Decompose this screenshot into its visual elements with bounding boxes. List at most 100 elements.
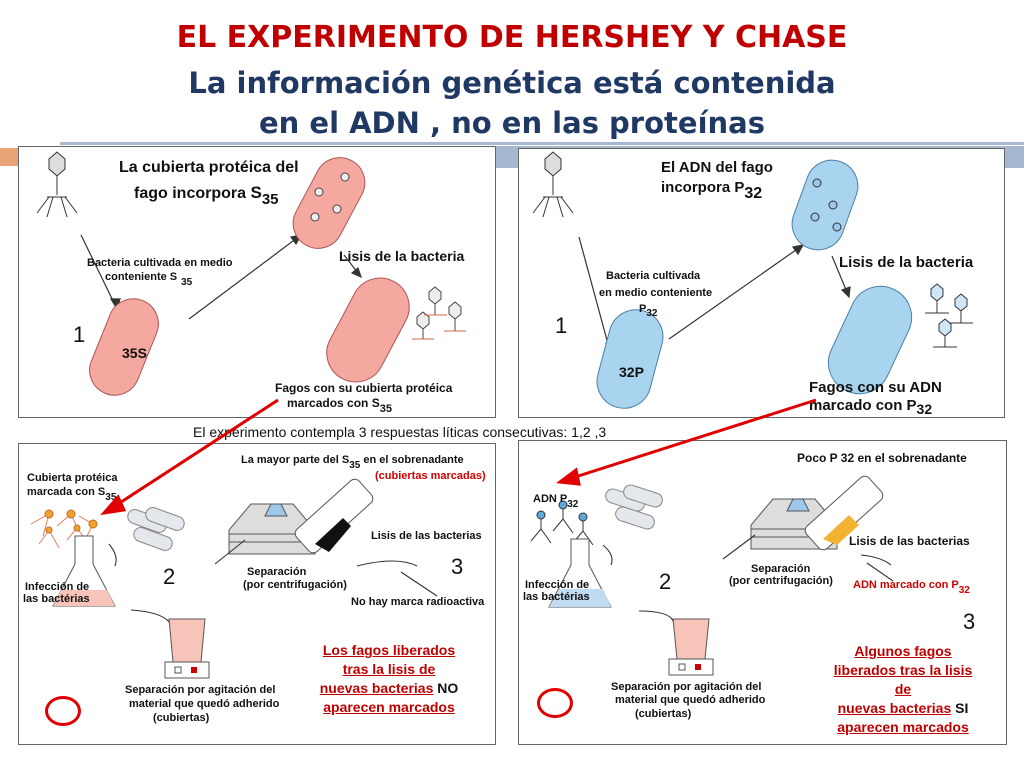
bl-supernatant-3: (cubiertas marcadas) (375, 470, 486, 482)
tr-heading-1: El ADN del fago (661, 159, 773, 176)
slide-title: EL EXPERIMENTO DE HERSHEY Y CHASE (176, 20, 848, 55)
bacterium-35s-icon (89, 298, 159, 396)
tr-medium-3-text: P (639, 303, 647, 315)
br-dna-label: ADN P32 (533, 493, 578, 510)
br-separation-2: (por centrifugación) (729, 575, 833, 587)
tr-phages-1: Fagos con su ADN (809, 379, 942, 396)
released-phages-icon (412, 286, 466, 340)
bl-supernatant-text-2: en el sobrenadante (363, 454, 464, 466)
bl-note-no: NO (437, 680, 459, 696)
tr-medium-1: Bacteria cultivada (606, 270, 701, 282)
panel-sulfur-labeling: La cubierta protéica del fago incorpora … (18, 146, 496, 418)
bl-agitation-1: Separación por agitación del (125, 684, 276, 696)
tl-medium-1: Bacteria cultivada en medio (87, 257, 233, 269)
bl-note-1: Los fagos liberados (322, 642, 456, 658)
tr-step-number: 1 (555, 313, 568, 338)
br-marked-text: ADN marcado con P (853, 579, 959, 591)
lysed-bacterium-icon (827, 285, 913, 395)
tr-lysis-label: Lisis de la bacteria (839, 254, 974, 271)
br-note-5: aparecen marcados (837, 719, 969, 735)
tr-heading-2-text: incorpora P (661, 179, 745, 196)
br-marked-sub: 32 (958, 585, 970, 596)
tl-phages-1: Fagos con su cubierta protéica (275, 381, 453, 395)
bl-note-3: nuevas bacterias (319, 680, 434, 696)
phage-icon (36, 151, 78, 218)
bl-coat-sub: 35 (105, 492, 117, 503)
slide-subtitle-line2: en el ADN , no en las proteínas (259, 106, 765, 140)
tr-cell-label: 32P (619, 364, 644, 380)
bl-no-mark: No hay marca radioactiva (351, 596, 485, 608)
br-agitation-1: Separación por agitación del (611, 681, 762, 693)
tl-heading-1: La cubierta protéica del (119, 159, 299, 176)
tl-heading-s: S (250, 183, 262, 202)
tr-medium-2: en medio conteniente (599, 287, 713, 299)
tr-phages-2-text: marcado con P (809, 397, 917, 414)
panel-tl-illustration (36, 151, 466, 396)
br-step-2: 2 (659, 569, 672, 594)
panel-phosphorus-labeling: El ADN del fago incorpora P32 Bacteria c… (518, 148, 1005, 418)
tr-medium-sub: 32 (646, 308, 658, 319)
bl-agitation-2: material que quedó adherido (129, 698, 280, 710)
br-note-si: SI (955, 700, 969, 716)
bl-supernatant-1: La mayor parte del S35 en el sobrenadant… (241, 454, 464, 471)
bl-step-2: 2 (163, 564, 176, 589)
tl-lysis-label: Lisis de la bacteria (339, 248, 465, 264)
br-note-4: nuevas bacterias (837, 700, 952, 716)
tr-heading-2: incorpora P32 (661, 179, 762, 202)
bl-conclusion-note: Los fagos liberados tras la lisis de nue… (289, 641, 489, 717)
br-marked-label: ADN marcado con P32 (853, 579, 970, 596)
released-phages-icon (925, 283, 973, 348)
bl-coat-2: marcada con S35 (27, 486, 116, 503)
br-supernatant: Poco P 32 en el sobrenadante (797, 451, 967, 465)
br-lysis-label: Lisis de las bacterias (849, 534, 970, 548)
blender-icon (168, 618, 206, 663)
tl-heading-2-text: fago incorpora (134, 185, 247, 202)
tr-phages-2: marcado con P32 (809, 397, 933, 417)
br-note-3: de (894, 681, 912, 697)
br-conclusion-note: Algunos fagos liberados tras la lisis de… (803, 642, 1003, 737)
blender-icon (672, 618, 710, 660)
top-deco-band (60, 142, 1024, 145)
br-separation-1: Separación (751, 563, 811, 575)
bacterium-32p-icon (596, 309, 664, 409)
red-oval-right (537, 688, 573, 718)
br-dna-sub: 32 (567, 499, 579, 510)
bl-infection-1: Infección de (25, 581, 90, 593)
slide-subtitle-line1: La información genética está contenida (188, 66, 836, 100)
bl-note-4: aparecen marcados (323, 699, 455, 715)
tl-medium-sub: 35 (181, 277, 193, 288)
tl-step-number: 1 (73, 322, 86, 347)
bl-note-2: tras la lisis de (342, 661, 436, 677)
tl-medium-2-text: conteniente S (105, 271, 178, 283)
bl-supernatant-sub: 35 (349, 460, 361, 471)
red-oval-left (45, 696, 81, 726)
br-note-1: Algunos fagos (854, 643, 952, 659)
br-step-3: 3 (963, 609, 976, 634)
bl-note-3-row: nuevas bacterias NO (289, 679, 489, 698)
bl-coat-2-text: marcada con S (27, 486, 106, 498)
lysed-bacterium-icon (326, 277, 410, 383)
footer-note: El experimento contempla 3 respuestas lí… (193, 424, 607, 440)
infected-bacterium-icon (791, 159, 859, 251)
panel-br-illustration (530, 475, 894, 676)
bl-separation-2: (por centrifugación) (243, 579, 347, 591)
br-note-2: liberados tras la lisis (833, 662, 973, 678)
tl-heading-2: fago incorpora S35 (134, 183, 279, 208)
tl-phages-sub: 35 (379, 403, 392, 415)
bl-step-3: 3 (451, 554, 464, 579)
bl-coat-1: Cubierta protéica (27, 472, 118, 484)
br-agitation-2: material que quedó adherido (615, 694, 766, 706)
tr-phages-sub: 32 (916, 401, 933, 417)
br-infection-1: Infección de (525, 579, 590, 591)
panel-tr-illustration (532, 151, 973, 409)
left-deco-square (0, 148, 18, 166)
panel-phosphorus-results: Poco P 32 en el sobrenadante ADN P32 Lis… (518, 440, 1007, 745)
br-infection-2: las bactérias (523, 591, 590, 603)
panel-sulfur-results: Cubierta protéica marcada con S35 La may… (18, 443, 496, 745)
tr-heading-sub: 32 (744, 185, 763, 202)
bl-separation-1: Separación (247, 566, 307, 578)
tr-medium-3: P32 (639, 303, 657, 319)
tl-cell-label: 35S (122, 345, 147, 361)
br-agitation-3: (cubiertas) (635, 708, 692, 720)
